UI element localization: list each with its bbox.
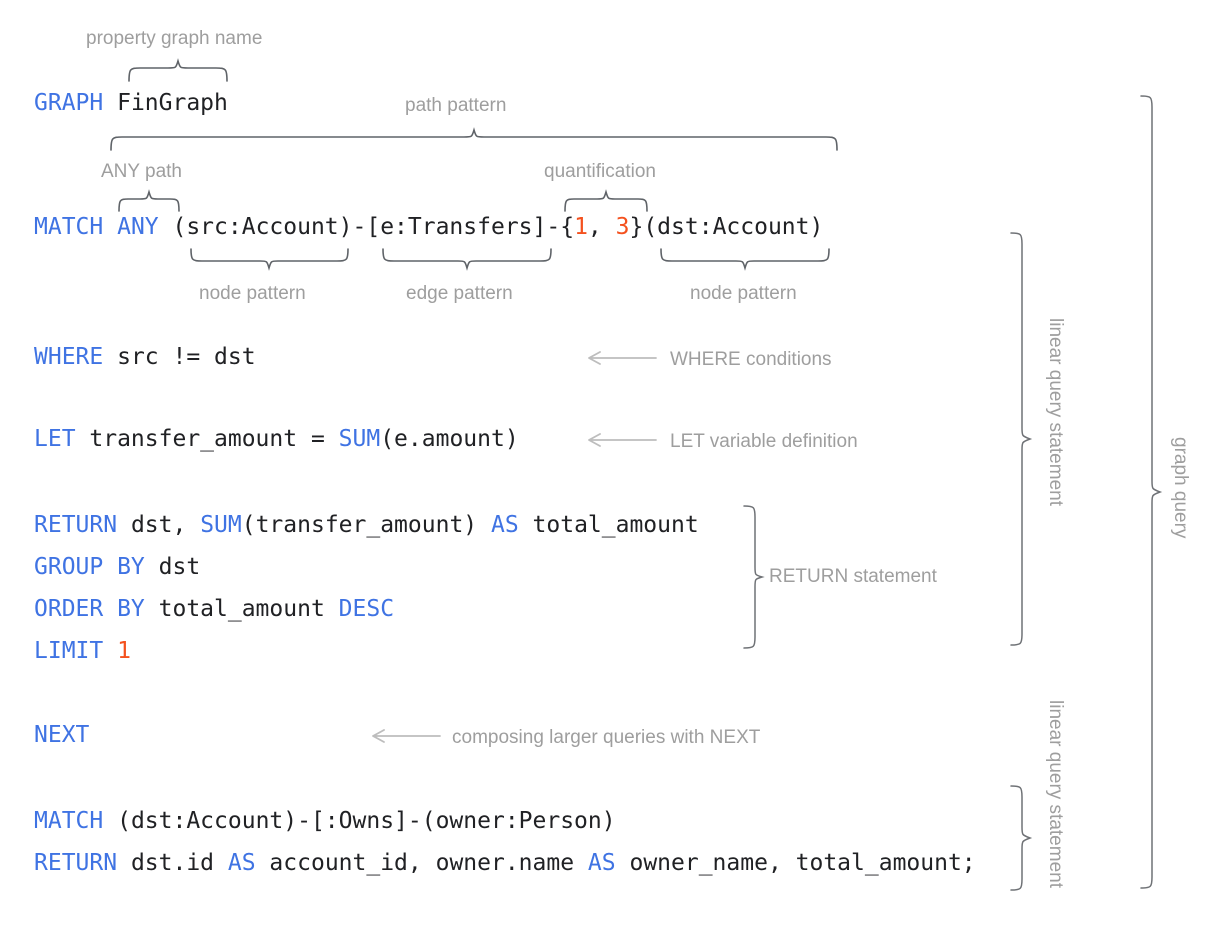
- overbrace-property-graph-name: [128, 58, 228, 82]
- code-line-match-2: MATCH (dst:Account)-[:Owns]-(owner:Perso…: [34, 810, 616, 833]
- annotation-let-variable-definition: LET variable definition: [670, 431, 858, 452]
- let-variable-name: transfer_amount =: [75, 426, 339, 452]
- return2-alias-account-id: account_id, owner.name: [255, 850, 588, 876]
- code-line-limit: LIMIT 1: [34, 640, 131, 663]
- keyword-match: MATCH: [34, 214, 104, 240]
- annotation-any-path: ANY path: [101, 161, 182, 182]
- keyword-where: WHERE: [34, 344, 104, 370]
- brace-return-statement: [743, 505, 765, 649]
- keyword-next: NEXT: [34, 722, 90, 748]
- limit-value: 1: [117, 638, 131, 664]
- overbrace-any-path: [118, 189, 180, 212]
- keyword-order-by: ORDER BY: [34, 596, 145, 622]
- let-expression-args: (e.amount): [380, 426, 519, 452]
- keyword-as-2: AS: [227, 850, 256, 876]
- quantifier-lower-bound: 1: [574, 214, 588, 240]
- annotation-quantification: quantification: [544, 161, 656, 182]
- annotation-node-pattern-left: node pattern: [199, 283, 306, 304]
- function-sum-2: SUM: [200, 512, 242, 538]
- annotation-composing-with-next: composing larger queries with NEXT: [452, 727, 761, 748]
- arrow-where-conditions: [588, 351, 657, 365]
- code-line-where: WHERE src != dst: [34, 346, 256, 369]
- code-line-let: LET transfer_amount = SUM(e.amount): [34, 428, 519, 451]
- keyword-graph: GRAPH: [34, 90, 104, 116]
- keyword-limit: LIMIT: [34, 638, 118, 664]
- code-line-graph: GRAPH FinGraph: [34, 92, 228, 115]
- match2-pattern: (dst:Account)-[:Owns]-(owner:Person): [103, 808, 616, 834]
- annotation-edge-pattern: edge pattern: [406, 283, 513, 304]
- annotation-linear-query-statement-1: linear query statement: [1045, 318, 1066, 506]
- keyword-as: AS: [490, 512, 519, 538]
- return2-item-dst-id: dst.id: [117, 850, 228, 876]
- return2-alias-owner-name: owner_name, total_amount;: [615, 850, 976, 876]
- annotation-property-graph-name: property graph name: [86, 28, 263, 49]
- return-alias-total-amount: total_amount: [518, 512, 699, 538]
- order-by-key: total_amount: [144, 596, 339, 622]
- match-pattern-part3: }(dst:Account): [629, 214, 824, 240]
- annotation-node-pattern-right: node pattern: [690, 283, 797, 304]
- keyword-group-by: GROUP BY: [34, 554, 145, 580]
- graph-name-value: FinGraph: [103, 90, 228, 116]
- return-item-dst: dst,: [117, 512, 201, 538]
- brace-linear-query-statement-2: [1010, 785, 1033, 891]
- keyword-let: LET: [34, 426, 76, 452]
- keyword-return-2: RETURN: [34, 850, 118, 876]
- match-pattern-part2: ,: [587, 214, 616, 240]
- annotation-linear-query-statement-2: linear query statement: [1045, 700, 1066, 888]
- annotation-where-conditions: WHERE conditions: [670, 349, 832, 370]
- annotation-return-statement: RETURN statement: [769, 566, 937, 587]
- underbrace-node-pattern-left: [190, 248, 349, 271]
- underbrace-edge-pattern: [382, 248, 552, 271]
- overbrace-quantification: [564, 189, 648, 212]
- quantifier-upper-bound: 3: [615, 214, 630, 240]
- match-pattern-part1: (src:Account)-[e:Transfers]-{: [158, 214, 575, 240]
- keyword-as-3: AS: [587, 850, 616, 876]
- return-sum-args: (transfer_amount): [241, 512, 491, 538]
- annotation-graph-query: graph query: [1170, 437, 1191, 539]
- keyword-desc: DESC: [338, 596, 395, 622]
- keyword-match-2: MATCH: [34, 808, 104, 834]
- annotation-path-pattern: path pattern: [405, 95, 507, 116]
- brace-linear-query-statement-1: [1010, 232, 1033, 646]
- group-by-key: dst: [144, 554, 201, 580]
- brace-graph-query: [1140, 95, 1163, 889]
- where-condition-expression: src != dst: [103, 344, 256, 370]
- function-sum: SUM: [338, 426, 381, 452]
- overbrace-path-pattern: [110, 127, 838, 151]
- code-line-group-by: GROUP BY dst: [34, 556, 200, 579]
- arrow-composing-with-next: [372, 729, 441, 743]
- arrow-let-variable-definition: [588, 433, 657, 447]
- code-line-return-2: RETURN dst.id AS account_id, owner.name …: [34, 852, 976, 875]
- code-line-order-by: ORDER BY total_amount DESC: [34, 598, 394, 621]
- keyword-return: RETURN: [34, 512, 118, 538]
- keyword-any: ANY: [103, 214, 159, 240]
- underbrace-node-pattern-right: [660, 248, 830, 271]
- code-line-next: NEXT: [34, 724, 89, 747]
- code-line-match: MATCH ANY (src:Account)-[e:Transfers]-{1…: [34, 216, 823, 239]
- code-line-return-1: RETURN dst, SUM(transfer_amount) AS tota…: [34, 514, 699, 537]
